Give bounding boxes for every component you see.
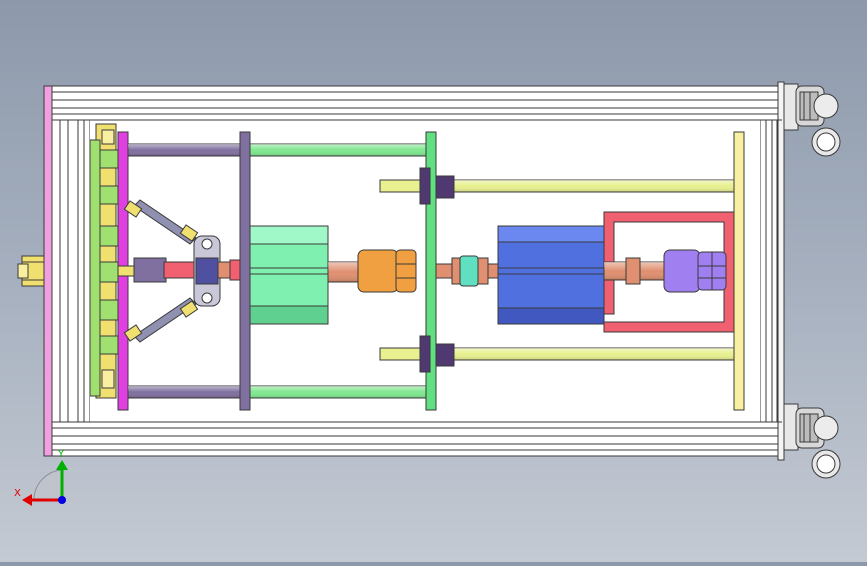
- moving-plate-purple: [239, 131, 251, 411]
- triad-x-arrow: [22, 494, 32, 506]
- lavender-nut: [663, 249, 701, 293]
- coupler: [435, 255, 501, 287]
- blue-cylinder: [497, 225, 605, 325]
- piston-rod-left: [327, 249, 417, 293]
- triad-y-arrow: [56, 460, 68, 470]
- caster-bottom: [783, 403, 841, 479]
- left-connector: [17, 255, 45, 287]
- triad-z-axis: [58, 496, 66, 504]
- left-end-plate: [43, 85, 53, 457]
- mint-cylinder: [249, 225, 329, 325]
- caster-top: [783, 83, 841, 157]
- green-fixture-column: [89, 139, 101, 397]
- triad-x-label: X: [14, 488, 21, 499]
- frame-right-cap: [777, 81, 785, 461]
- right-end-plate: [733, 131, 745, 411]
- coordinate-triad[interactable]: Y X: [14, 449, 68, 506]
- triad-quadrant: [33, 469, 63, 501]
- teal-nut: [459, 255, 479, 287]
- frame-top-rail: [51, 85, 783, 121]
- triad-y-label: Y: [57, 449, 65, 460]
- orange-nut: [357, 249, 399, 293]
- frame-bottom-rail: [51, 421, 783, 457]
- piston-rod-right: [603, 249, 727, 293]
- guide-rods-right: [379, 167, 735, 373]
- toggle-linkage: [117, 199, 241, 343]
